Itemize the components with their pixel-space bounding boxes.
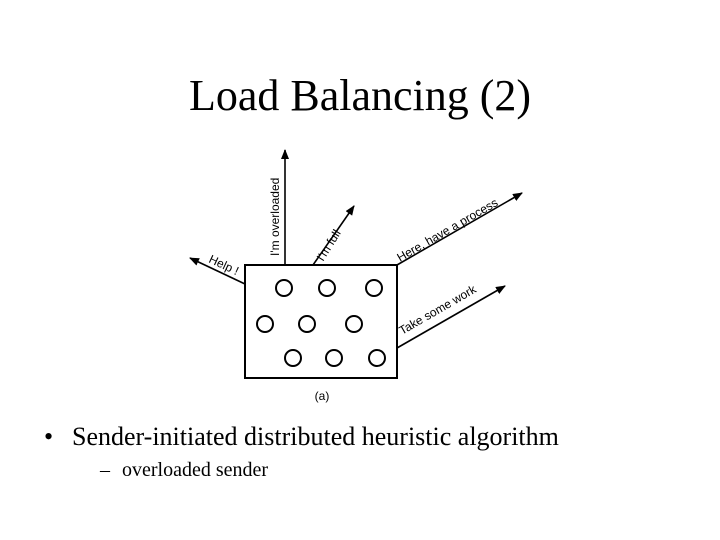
arrow-take-work: [396, 285, 506, 349]
label-full: I'm full: [314, 227, 344, 264]
bullet-item: • Sender-initiated distributed heuristic…: [44, 420, 559, 454]
process-node: [256, 315, 274, 333]
process-node: [345, 315, 363, 333]
arrow-have-process: [396, 192, 523, 266]
diagram-caption: (a): [315, 389, 330, 403]
process-node: [275, 279, 293, 297]
process-node: [298, 315, 316, 333]
label-take-work: Take some work: [397, 282, 480, 338]
process-node: [325, 349, 343, 367]
sub-bullet-text: overloaded sender: [122, 459, 269, 481]
arrow-help: [189, 257, 246, 285]
sub-bullet-marker: –: [100, 459, 110, 481]
process-node: [368, 349, 386, 367]
arrow-full: [312, 205, 355, 266]
bullet-marker: •: [44, 422, 54, 451]
label-overloaded: I'm overloaded: [268, 178, 282, 256]
process-node: [365, 279, 383, 297]
bullet-list: • Sender-initiated distributed heuristic…: [44, 420, 559, 484]
process-node: [318, 279, 336, 297]
bullet-text: Sender-initiated distributed heuristic a…: [72, 422, 559, 451]
label-have-process: Here, have a process: [395, 195, 501, 264]
process-nodes: [256, 279, 386, 367]
sub-bullet-item: – overloaded sender: [100, 456, 559, 484]
slide-title: Load Balancing (2): [188, 71, 532, 120]
process-node: [284, 349, 302, 367]
